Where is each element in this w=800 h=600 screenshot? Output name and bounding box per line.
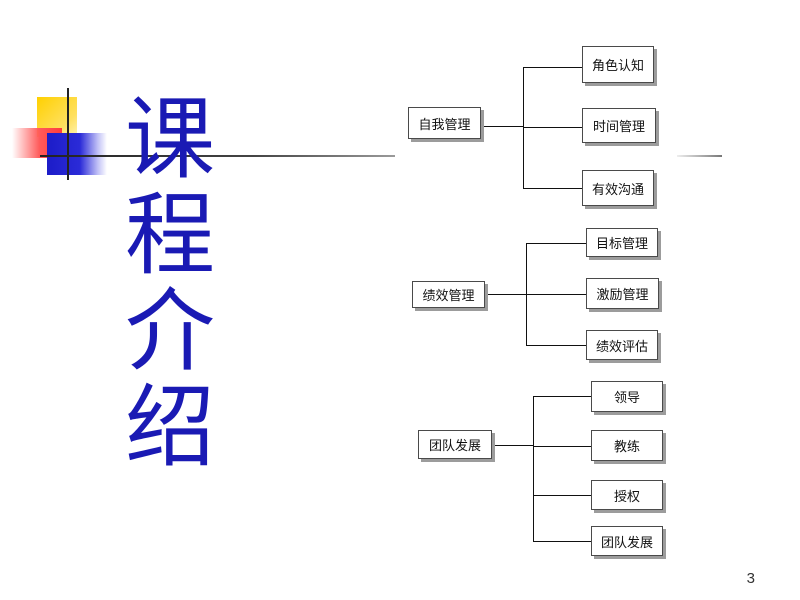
- diagram-node-performance-management: 绩效管理: [412, 281, 485, 308]
- diagram-node-empowerment: 授权: [591, 480, 663, 510]
- diagram-node-self-management: 自我管理: [408, 107, 481, 139]
- connector-line: [492, 445, 534, 446]
- diagram-node-team-development: 团队发展: [418, 430, 492, 459]
- connector-line: [523, 188, 582, 189]
- connector-line: [533, 495, 591, 496]
- diagram-node-performance-evaluation: 绩效评估: [586, 330, 658, 360]
- decor-vertical-rule: [67, 88, 69, 180]
- diagram-node-goal-management: 目标管理: [586, 228, 658, 257]
- connector-line: [533, 396, 591, 397]
- decor-horizontal-rule: [40, 155, 395, 157]
- connector-line: [523, 127, 582, 128]
- diagram-node-leadership: 领导: [591, 381, 663, 412]
- connector-line: [526, 294, 586, 295]
- connector-line: [526, 345, 586, 346]
- title-char-1: 课: [125, 87, 215, 192]
- diagram-node-coaching: 教练: [591, 430, 663, 461]
- title-char-3: 介: [125, 279, 215, 384]
- diagram-node-role-cognition: 角色认知: [582, 46, 654, 83]
- connector-line: [523, 67, 582, 68]
- page-number: 3: [746, 570, 755, 587]
- title-char-2: 程: [125, 183, 215, 288]
- diagram-node-effective-communication: 有效沟通: [582, 170, 654, 206]
- diagram-node-team-development-sub: 团队发展: [591, 526, 663, 556]
- connector-line: [533, 446, 591, 447]
- connector-line: [480, 126, 524, 127]
- connector-line: [526, 243, 586, 244]
- slide-title: 课 程 介 绍: [120, 92, 220, 476]
- diagram-node-time-management: 时间管理: [582, 108, 656, 143]
- connector-line: [533, 396, 534, 541]
- connector-line: [485, 294, 527, 295]
- connector-line: [533, 541, 591, 542]
- diagram-node-incentive-management: 激励管理: [586, 278, 659, 309]
- decor-horizontal-rule-right: [677, 155, 722, 157]
- title-char-4: 绍: [125, 375, 215, 480]
- decor-blue-square: [47, 133, 107, 175]
